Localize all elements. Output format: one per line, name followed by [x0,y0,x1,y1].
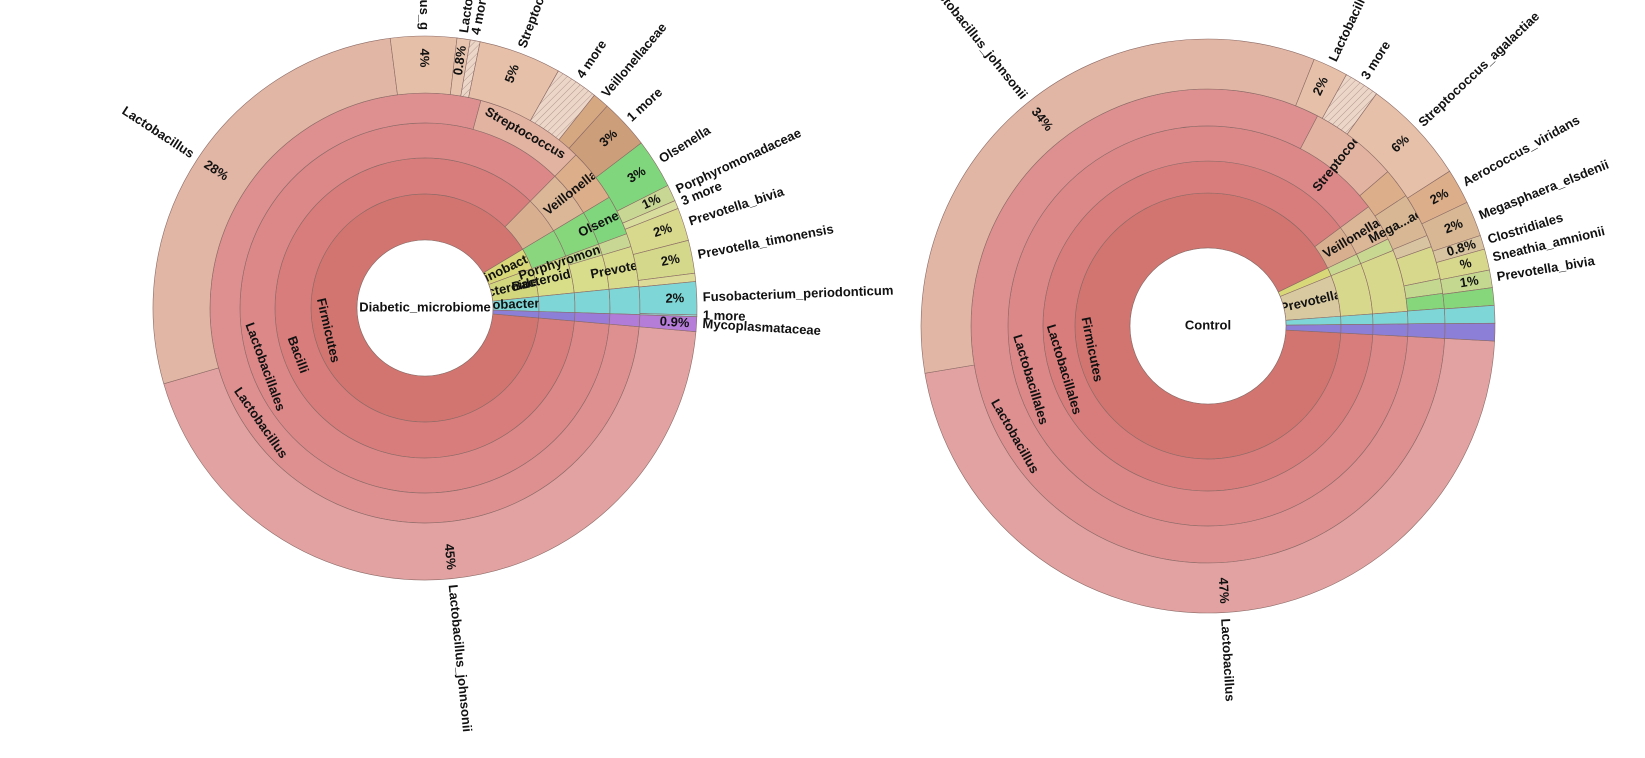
percent-label: % [1458,255,1473,272]
percent-label: 1% [1459,272,1480,290]
outer-label: Lactobacillus_g [417,0,433,30]
outer-label: Veillonellaceae [598,20,669,100]
ring-2-segment-5[interactable] [1340,323,1374,335]
center-label: Diabetic_microbiome [359,299,491,314]
outer-label: 4 more [573,37,609,81]
ring-4-segment-7[interactable] [608,313,641,328]
outer-label: Fusobacterium_periodonticum [703,283,894,305]
ring-5-segment-12[interactable] [1444,322,1496,342]
outer-label: Olsenella [656,122,714,166]
ring-5-segment-0[interactable] [163,326,697,581]
ring-4-segment-6[interactable] [608,285,641,315]
outer-label: 3 more [1358,38,1394,82]
ring-5-segment-17[interactable] [638,314,698,333]
outer-label: Lactobacillus_johnsonii [926,0,1031,102]
ring-3-segment-4[interactable] [1372,311,1409,325]
ring-3-segment-5[interactable] [573,288,611,314]
percent-label: 45% [442,543,460,571]
percent-label: 0.8% [450,44,469,76]
ring-4-segment-8[interactable] [1407,308,1446,325]
percent-label: 5% [501,62,522,85]
center-hole [1129,247,1287,405]
outer-label: 1 more [703,307,746,323]
outer-label: Lactobacillus_johnsonii [446,584,475,733]
outer-label: Prevotella_timonensis [696,221,834,262]
percent-label: 2% [1442,215,1465,236]
percent-label: 1% [639,190,663,212]
center-hole [356,239,494,377]
percent-label: 2% [665,290,685,306]
outer-label: Lactobacillus [1218,618,1238,702]
center-label: Control [1185,317,1231,332]
control-sunburst: FirmicutesPrevotellaLactobacillalesLacto… [920,0,1611,702]
ring-2-segment-4[interactable] [538,292,576,313]
percent-label: 2% [1309,74,1331,98]
ring-5-segment-1[interactable] [920,38,1315,374]
ring-4-segment-9[interactable] [1407,323,1446,339]
ring-5-segment-0[interactable] [924,338,1495,614]
percent-label: 2% [660,251,682,269]
outer-label: Streptococcus_agalactiae [1415,9,1542,130]
outer-label: 1 more [624,84,666,124]
outer-label: Lactobacillus [119,103,197,161]
percent-label: 47% [1216,577,1232,604]
ring-3-segment-5[interactable] [1372,323,1409,337]
outer-label: Mycoplasmataceae [702,316,821,338]
percent-label: 4% [417,49,432,68]
diabetic-sunburst: FirmicutesActinobacteriaBacteroidetesFus… [119,0,893,733]
percent-label: 2% [651,220,674,240]
outer-label: Streptococcus_agal [514,0,571,50]
percent-label: 0.9% [659,313,690,330]
ring-5-segment-1[interactable] [152,37,398,385]
